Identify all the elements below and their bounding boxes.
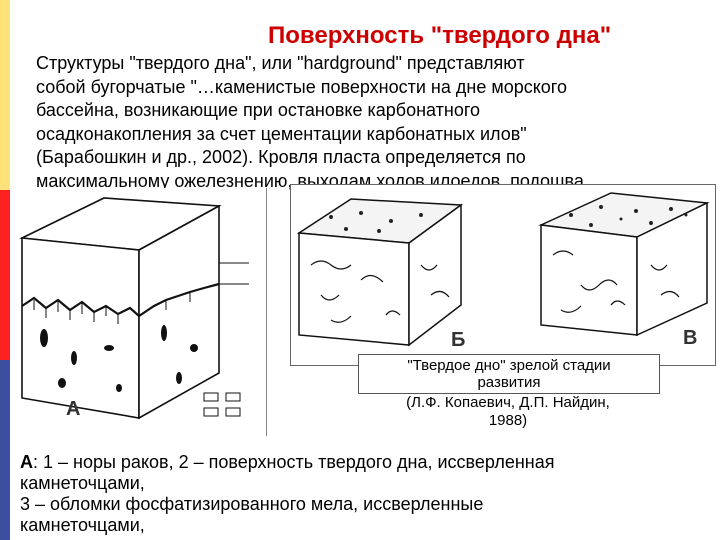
figure-b-label: Б	[451, 329, 466, 351]
body-paragraph: Структуры "твердого дна", или "hardgroun…	[36, 52, 716, 193]
figure-a-block-diagram: А	[14, 188, 267, 436]
body-line: Структуры "твердого дна", или "hardgroun…	[36, 53, 525, 73]
figure-bv-drawing	[296, 192, 710, 347]
legend-label: А	[20, 452, 33, 472]
figure-credit: (Л.Ф. Копаевич, Д.П. Найдин, 1988)	[406, 394, 610, 429]
body-line: бассейна, возникающие при остановке карб…	[36, 100, 481, 120]
accent-bar-top	[0, 0, 10, 190]
figure-bv-panel: Б В	[290, 184, 716, 366]
figure-legend: А: 1 – норы раков, 2 – поверхность тверд…	[20, 452, 710, 536]
figure-caption-box: "Твердое дно" зрелой стадии развития	[358, 354, 660, 394]
caption-line-1: "Твердое дно" зрелой стадии	[407, 357, 611, 374]
figure-v-label: В	[683, 327, 698, 349]
body-line: осадконакопления за счет цементации карб…	[36, 123, 527, 144]
accent-bar-bottom	[0, 360, 10, 540]
legend-text: : 1 – норы раков, 2 – поверхность твердо…	[20, 452, 555, 535]
accent-bar-middle	[0, 190, 10, 360]
caption-line-2: развития	[477, 374, 541, 391]
slide-title: Поверхность "твердого дна"	[268, 22, 612, 49]
figure-a-label: А	[66, 398, 81, 420]
figure-a-drawing	[19, 197, 249, 420]
body-line: (Барабошкин и др., 2002). Кровля пласта …	[36, 147, 526, 167]
body-line: собой бугорчатые "…каменистые поверхност…	[36, 76, 567, 97]
